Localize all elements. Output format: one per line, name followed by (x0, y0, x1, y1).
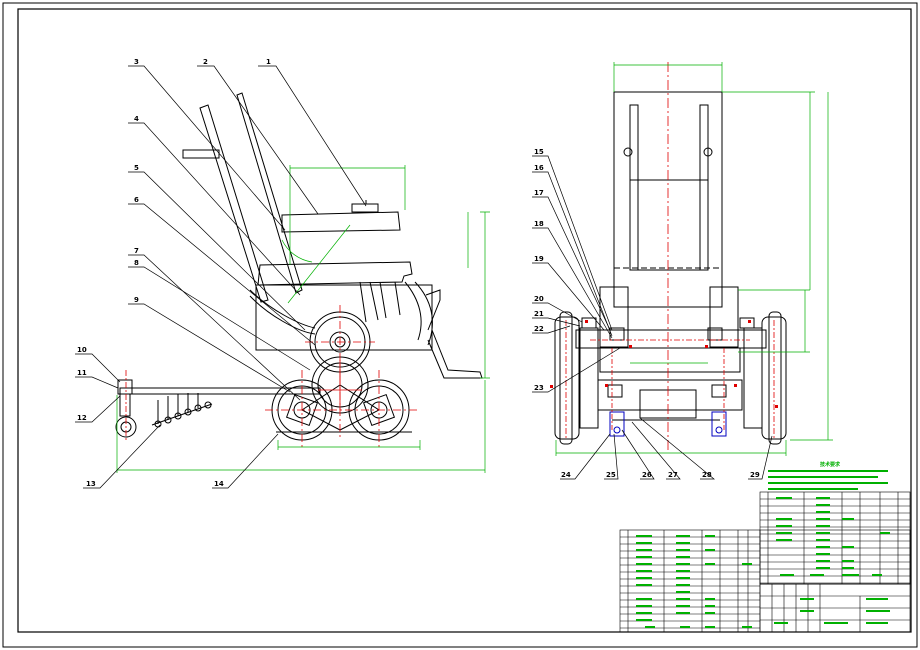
callout-labels: 1 2 3 4 5 6 7 8 9 10 11 12 13 14 15 16 1… (77, 58, 760, 488)
callout-23: 23 (534, 384, 544, 392)
side-centerlines (125, 305, 420, 450)
callout-10: 10 (77, 346, 87, 354)
callout-25: 25 (606, 471, 616, 479)
spring-chain (151, 393, 213, 428)
armrest-knob (351, 203, 379, 213)
callout-2: 2 (203, 58, 208, 66)
callout-8: 8 (134, 259, 139, 267)
side-dimensions (116, 165, 490, 473)
callout-29: 29 (750, 471, 760, 479)
armrest (281, 211, 401, 233)
front-view (554, 91, 787, 445)
seat (257, 261, 413, 286)
front-centerlines (565, 62, 775, 450)
callout-17: 17 (534, 189, 544, 197)
handle-grip (182, 149, 220, 159)
callout-20: 20 (534, 295, 544, 303)
push-handle-rear (236, 92, 303, 294)
callout-5: 5 (134, 164, 139, 172)
callout-3: 3 (134, 58, 139, 66)
inner-border (17, 8, 912, 633)
callout-7: 7 (134, 247, 139, 255)
callout-15: 15 (534, 148, 544, 156)
callout-27: 27 (668, 471, 678, 479)
left-wheel (554, 316, 580, 440)
parts-list-table (619, 491, 911, 633)
footplate (427, 329, 483, 379)
callout-22: 22 (534, 325, 544, 333)
leader-lines (75, 65, 773, 489)
tech-title: 技术要求 (820, 461, 841, 468)
tech-requirements: 技术要求 (768, 461, 888, 490)
callout-14: 14 (214, 480, 224, 488)
side-view (115, 92, 483, 441)
front-blue-parts (609, 411, 727, 437)
callout-16: 16 (534, 164, 544, 172)
callout-13: 13 (86, 480, 96, 488)
callout-19: 19 (534, 255, 544, 263)
callout-11: 11 (77, 369, 87, 377)
front-dimensions (555, 62, 833, 456)
callout-21: 21 (534, 310, 544, 318)
tow-bar (119, 387, 321, 395)
callout-18: 18 (534, 220, 544, 228)
callout-12: 12 (77, 414, 87, 422)
callout-1: 1 (266, 58, 271, 66)
callout-24: 24 (561, 471, 571, 479)
push-handle-front (199, 104, 269, 303)
callout-28: 28 (702, 471, 712, 479)
backrest-frame (613, 91, 723, 308)
callout-6: 6 (134, 196, 139, 204)
front-markers (550, 320, 778, 408)
callout-26: 26 (642, 471, 652, 479)
callout-9: 9 (134, 296, 139, 304)
callout-4: 4 (134, 115, 139, 123)
